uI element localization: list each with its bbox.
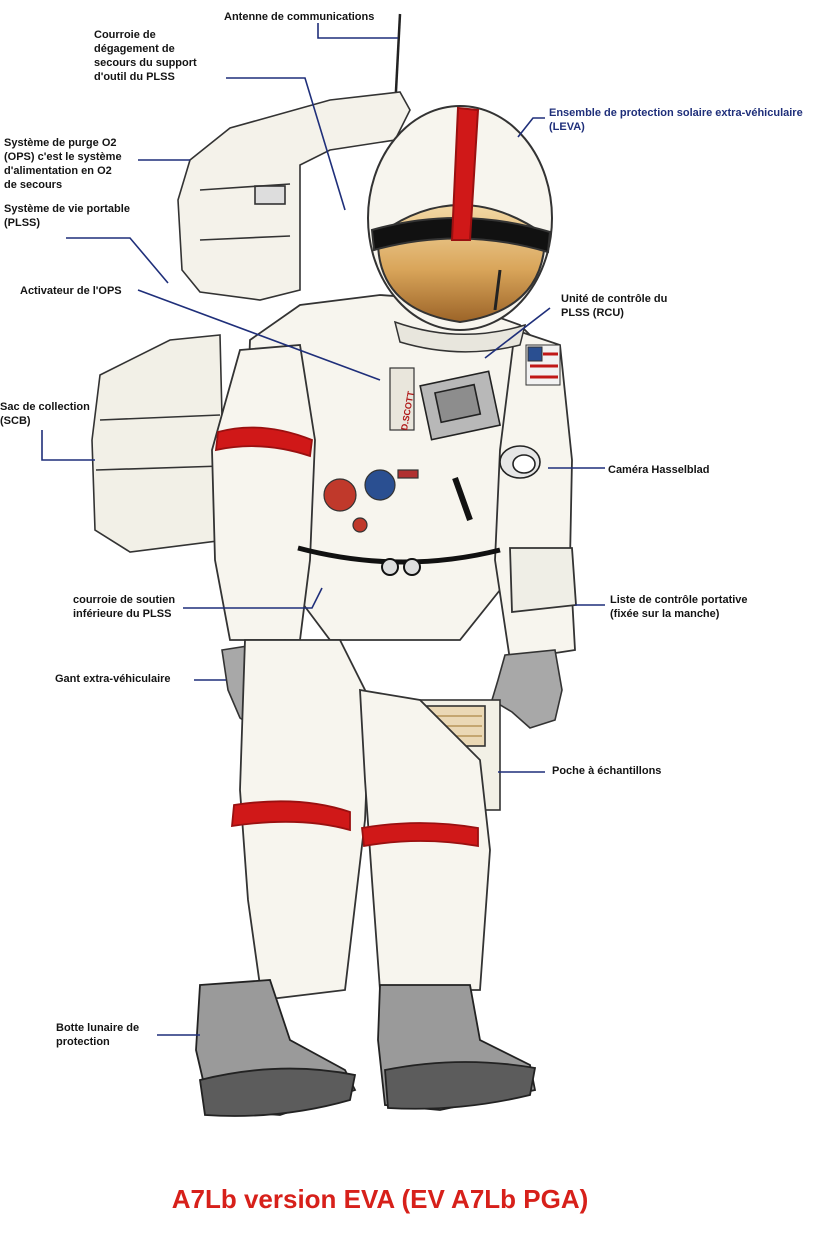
chest-patches bbox=[323, 367, 419, 533]
label-ops: Système de purge O2 (OPS) c'est le systè… bbox=[4, 137, 122, 191]
leader-plss bbox=[66, 237, 169, 284]
hasselblad-camera bbox=[419, 370, 541, 522]
label-leva: Ensemble de protection solaire extra-véh… bbox=[549, 107, 803, 133]
label-lower-strap: courroie de soutien inférieure du PLSS bbox=[73, 594, 176, 620]
label-scb: Sac de collection (SCB) bbox=[0, 401, 90, 427]
suit-right-arm bbox=[494, 328, 577, 662]
suit-neck-ring bbox=[393, 320, 527, 353]
suit-right-leg bbox=[359, 688, 491, 991]
label-ops-actuator: Activateur de l'OPS bbox=[20, 285, 122, 297]
flag-patch bbox=[525, 344, 561, 386]
leader-rcu bbox=[484, 307, 551, 359]
leader-lines bbox=[41, 23, 605, 1036]
label-glove: Gant extra-véhiculaire bbox=[55, 673, 171, 685]
label-antenna: Antenne de communications bbox=[224, 11, 375, 23]
collection-bag bbox=[91, 334, 226, 553]
label-rcu: Unité de contrôle du PLSS (RCU) bbox=[561, 293, 668, 319]
label-plss: Système de vie portable (PLSS) bbox=[4, 203, 130, 229]
suit-left-arm bbox=[211, 344, 316, 641]
label-camera: Caméra Hasselblad bbox=[608, 464, 710, 476]
label-checklist: Liste de contrôle portative (fixée sur l… bbox=[610, 594, 748, 620]
label-pocket: Poche à échantillons bbox=[552, 765, 662, 777]
label-release-strap: Courroie de dégagement de secours du sup… bbox=[94, 29, 197, 83]
leader-ops-actuator bbox=[137, 289, 381, 381]
helmet bbox=[367, 105, 553, 331]
right-glove bbox=[491, 649, 563, 729]
label-boot: Botte lunaire de protection bbox=[56, 1022, 140, 1048]
figure-caption: A7Lb version EVA (EV A7Lb PGA) bbox=[171, 1184, 589, 1214]
leader-antenna bbox=[317, 23, 398, 39]
leader-leva bbox=[517, 117, 545, 138]
lunar-boots bbox=[195, 979, 537, 1117]
suit-belt bbox=[297, 545, 501, 576]
leader-scb bbox=[41, 430, 95, 461]
leader-lower-strap bbox=[183, 587, 323, 609]
suit-left-leg bbox=[230, 639, 371, 1001]
plss-backpack bbox=[177, 91, 411, 301]
leader-release-strap bbox=[226, 77, 346, 211]
